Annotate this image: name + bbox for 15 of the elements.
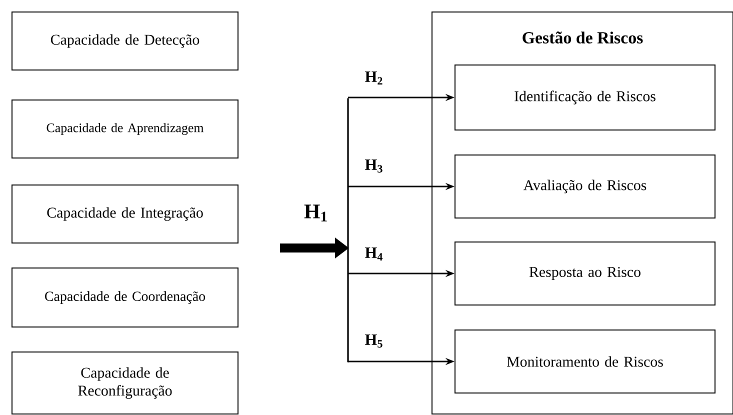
process-box: Capacidade de Detecção	[12, 12, 238, 70]
edge-label: H$_{5}$	[365, 334, 382, 348]
hypothesis-label: H$_{1}$	[304, 204, 327, 222]
process-box: Resposta ao Risco	[454, 242, 716, 306]
edge-label: H$_{4}$	[365, 248, 383, 261]
process-box: Capacidade de Integração	[12, 184, 238, 244]
process-box: Monitoramento de Riscos	[454, 330, 716, 394]
process-box: Capacidade de Coordenação	[12, 268, 238, 328]
edge-label: H$_{3}$	[365, 159, 382, 173]
process-box: Avaliação de Riscos	[454, 154, 716, 218]
edge-label: H$_{2}$	[365, 72, 382, 85]
group-title: Gestão de Riscos	[522, 32, 643, 44]
process-box: Identificação de Riscos	[454, 64, 716, 130]
process-box: Capacidade de Reconfiguração	[12, 352, 238, 414]
process-box: Capacidade de Aprendizagem	[12, 100, 238, 158]
